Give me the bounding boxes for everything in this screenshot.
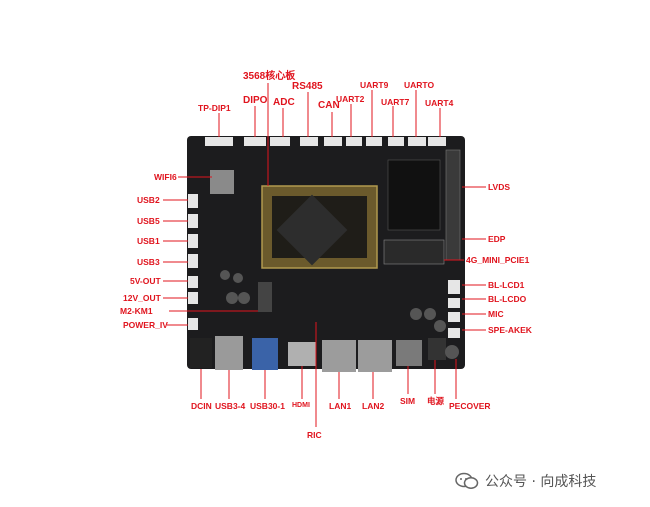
soc-chip (276, 194, 348, 266)
watermark: 公众号 · 向成科技 (455, 471, 596, 491)
label-dipo: DIPO (243, 95, 268, 106)
label-mic: MIC (488, 309, 504, 319)
label-edp: EDP (488, 234, 506, 244)
label-uart4: UART4 (425, 98, 454, 108)
label-pecover: PECOVER (449, 401, 491, 411)
label-power: 电源 (427, 396, 445, 406)
label-bl-lcdo: BL-LCDO (488, 294, 527, 304)
label-lan2: LAN2 (362, 401, 385, 411)
label-uart2: UART2 (336, 94, 365, 104)
label-uart7: UART7 (381, 97, 410, 107)
left-connectors (188, 194, 198, 330)
label-lan1: LAN1 (329, 401, 352, 411)
label-tp-dip1: TP-DIP1 (198, 103, 231, 113)
right-connectors (448, 280, 460, 338)
label-spe-akek: SPE-AKEK (488, 325, 532, 335)
label-ric: RIC (307, 430, 322, 440)
label-usb1: USB1 (137, 236, 160, 246)
label-usb30-1: USB30-1 (250, 401, 285, 411)
label-usb5: USB5 (137, 216, 160, 226)
label-12v-out: 12V_OUT (123, 293, 161, 303)
label-usb2: USB2 (137, 195, 160, 205)
wechat-icon (455, 472, 479, 490)
top-connectors (205, 137, 446, 146)
label-dcin: DCIN (191, 401, 212, 411)
mini-pcie-slot (383, 239, 445, 265)
bottom-ports (190, 336, 459, 372)
label-adc: ADC (273, 97, 295, 108)
core-board-label: 3568核心板 (243, 71, 296, 82)
label-m2-km1: M2-KM1 (120, 306, 153, 316)
lvds-header (445, 149, 461, 261)
label-power-iv: POWER_IV (123, 320, 168, 330)
wifi-chip (210, 170, 234, 194)
label-lvds: LVDS (488, 182, 511, 192)
label-wifi6: WIFI6 (154, 172, 177, 182)
label-usb3: USB3 (137, 257, 160, 267)
lvds-area (387, 159, 441, 231)
capacitors (220, 270, 446, 332)
label-usb3-4: USB3-4 (215, 401, 246, 411)
label-bl-lcd1: BL-LCD1 (488, 280, 525, 290)
label-uart9: UART9 (360, 80, 389, 90)
label-can: CAN (318, 100, 340, 111)
label-uarto: UARTO (404, 80, 435, 90)
m2-slot (258, 282, 272, 312)
label-5v-out: 5V-OUT (130, 276, 161, 286)
leader-lines (163, 83, 486, 427)
label-hdmi: HDMI (292, 402, 310, 409)
watermark-text: 公众号 · 向成科技 (485, 474, 597, 490)
label-rs485: RS485 (292, 81, 323, 92)
label-sim: SIM (400, 396, 416, 406)
label-mini-pcie: 4G_MINI_PCIE1 (466, 255, 530, 265)
